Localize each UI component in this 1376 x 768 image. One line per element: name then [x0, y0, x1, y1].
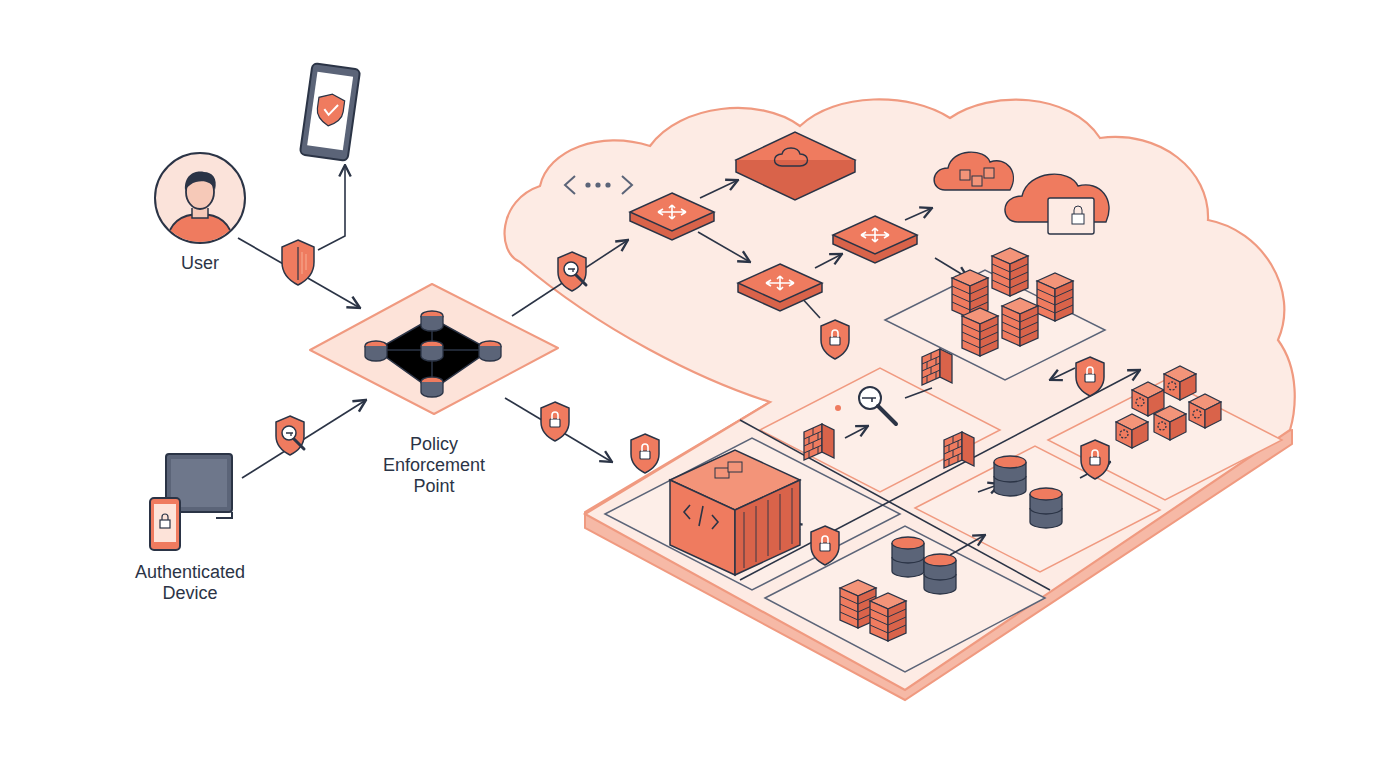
user-avatar	[152, 150, 248, 246]
device-icon	[120, 452, 260, 552]
node-label: Policy Enforcement Point	[369, 434, 499, 497]
node-label: User	[152, 253, 248, 274]
enforcement-point-node: Policy Enforcement Point	[308, 282, 560, 501]
node-label: Authenticated Device	[120, 562, 260, 604]
user-node: User	[152, 150, 248, 278]
enforcement-diamond	[308, 282, 560, 416]
device-node: Authenticated Device	[120, 452, 260, 608]
flow-arrow	[242, 400, 366, 478]
flow-arrow	[238, 238, 360, 308]
